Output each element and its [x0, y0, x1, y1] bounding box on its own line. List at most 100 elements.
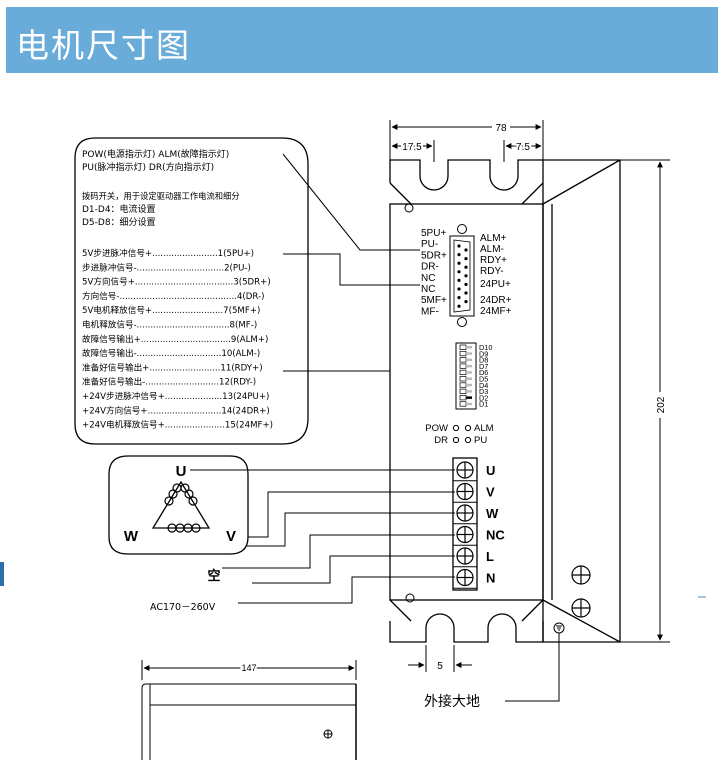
connector-pin [457, 278, 461, 282]
dip-label: D4 [479, 381, 488, 390]
dip-lever [466, 383, 472, 387]
dip-cell [459, 376, 467, 382]
signal-row: 电机释放信号-.................................… [82, 319, 257, 331]
dip-lever [466, 364, 472, 368]
connector-pin [464, 291, 468, 295]
connector-right-pin: 24DR+ [480, 295, 512, 306]
connector-pin [464, 257, 468, 261]
connector-pin [457, 253, 461, 257]
dip-lever [466, 358, 472, 362]
signal-list: 5V步进脉冲信号+........................1(5PU+)… [82, 247, 273, 431]
dip-lever [466, 402, 472, 406]
signal-row: +24V电机释放信号+......................15(24MF… [82, 419, 273, 431]
connector-right-pin: 24MF+ [480, 306, 512, 317]
motor-wires [190, 469, 455, 604]
dip-label: D3 [479, 387, 488, 396]
driver-body [389, 159, 621, 643]
led-alm-label: ALM [474, 423, 494, 434]
led-indicators [452, 424, 472, 444]
signal-row: +24V方向信号+...........................14(2… [82, 404, 270, 416]
signal-row: 准备好信号输出-...........................12(RD… [82, 376, 256, 388]
legend-switch-line: D5-D8：细分设置 [82, 216, 156, 228]
dim-left-offset: 17.5 [402, 142, 422, 153]
title-banner: 电机尺寸图 [6, 7, 718, 73]
terminal-label: V [486, 485, 495, 500]
connector-pin [457, 261, 461, 265]
signal-row: 方向信号-...................................… [82, 290, 264, 302]
terminal-label: L [486, 549, 494, 564]
side-screws [571, 565, 591, 618]
connector-left-pin: PU- [421, 239, 438, 250]
dip-lever [466, 377, 472, 380]
connector-pin [457, 296, 461, 300]
dip-cell [459, 344, 467, 350]
dip-label: D10 [479, 343, 492, 352]
dim-right-offset: 7.5 [516, 142, 530, 153]
dip-lever [466, 352, 472, 355]
dip-lever [466, 371, 472, 374]
connector-pin [464, 282, 468, 286]
dip-lever [466, 396, 472, 399]
led-dr-label: DR [434, 435, 448, 446]
connector-pin [464, 300, 468, 304]
dip-lever [466, 390, 472, 393]
dip-label: D5 [479, 375, 488, 384]
connector-right-pin: RDY- [480, 266, 504, 277]
dip-cell [459, 382, 467, 388]
motor-w-label: W [124, 528, 139, 545]
dim-bottom-slot: 5 [437, 661, 443, 672]
connector-left-pin: 5DR+ [421, 250, 447, 261]
dip-cell [459, 401, 467, 407]
mounting-hole [405, 593, 415, 603]
connector-left-pin: NC [421, 273, 435, 284]
connector-pin [457, 287, 461, 291]
dip-cell [459, 369, 467, 376]
dip-label: D9 [479, 349, 488, 358]
signal-row: 故障信号输出-...............................10… [82, 347, 260, 359]
dimension-top [389, 120, 544, 162]
connector-pin [464, 274, 468, 278]
legend-switch-line: D1-D4：电流设置 [82, 203, 156, 215]
connector-pin [457, 244, 461, 248]
connector-pin [457, 304, 461, 308]
dimension-bottom [408, 645, 472, 672]
dimension-height [620, 159, 670, 643]
signal-row: 步进脉冲信号-................................2… [82, 261, 251, 273]
dim-top-width: 78 [495, 123, 507, 134]
signal-row: 5V方向信号+.................................… [82, 276, 271, 288]
connector-left-pin: DR- [421, 262, 439, 273]
legend-box [74, 137, 309, 445]
connector-left-pin: MF- [421, 306, 439, 317]
connector-pin [457, 270, 461, 274]
motor-v-label: V [226, 528, 236, 545]
dip-lever [466, 346, 472, 349]
dip-label: D8 [479, 356, 488, 365]
legend-leaders [282, 153, 420, 372]
legend-switch-line: 拨码开关，用于设定驱动器工作电流和细分 [82, 191, 240, 201]
dip-label: D2 [479, 393, 488, 402]
motor-winding-box [108, 455, 249, 555]
db15-connector [449, 224, 475, 327]
dip-label: D6 [479, 368, 488, 377]
mounting-hole [404, 203, 414, 213]
terminal-label: W [486, 506, 499, 521]
ground-annotation: 外接大地 [424, 693, 480, 710]
led-pu-label: PU [474, 435, 487, 446]
ac-annotation: AC170－260V [150, 602, 216, 613]
signal-row: 故障信号输出+.................................… [82, 333, 268, 345]
signal-row: 准备好信号输出+..........................11(RDY… [82, 361, 263, 373]
edge-marker [0, 562, 4, 586]
connector-pin [464, 248, 468, 252]
dip-label: D7 [479, 362, 488, 371]
legend-indicator-line-2: PU(脉冲指示灯) DR(方向指示灯) [82, 161, 214, 173]
dip-cell [459, 350, 467, 357]
terminal-label: NC [486, 528, 505, 543]
connector-pin [464, 265, 468, 269]
nc-annotation: 空 [207, 568, 220, 584]
connector-left-pin: 5PU+ [421, 228, 446, 239]
dip-cell [459, 388, 467, 394]
